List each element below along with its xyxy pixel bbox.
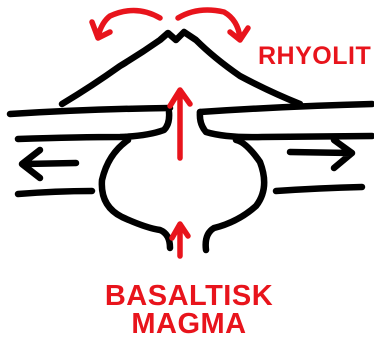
arrow-right-icon xyxy=(290,140,352,168)
rhyolit-label: RHYOLIT xyxy=(258,44,371,69)
crust-layer-right xyxy=(200,112,372,137)
magma-chamber xyxy=(102,140,264,250)
lower-crust-line-right xyxy=(276,187,362,191)
magma-rise-arrow-upper-icon xyxy=(170,90,190,158)
arrow-left-icon xyxy=(22,150,76,178)
magma-rise-arrow-lower-icon xyxy=(172,224,188,256)
ground-line-left xyxy=(10,108,170,114)
magma-label: MAGMA xyxy=(86,310,292,338)
eruption-arrow-left-icon xyxy=(92,10,160,38)
basaltisk-label: BASALTISK xyxy=(86,282,292,311)
crust-layer-left xyxy=(18,112,169,139)
ground-line-right xyxy=(200,104,372,112)
lower-crust-line-left xyxy=(18,191,92,194)
